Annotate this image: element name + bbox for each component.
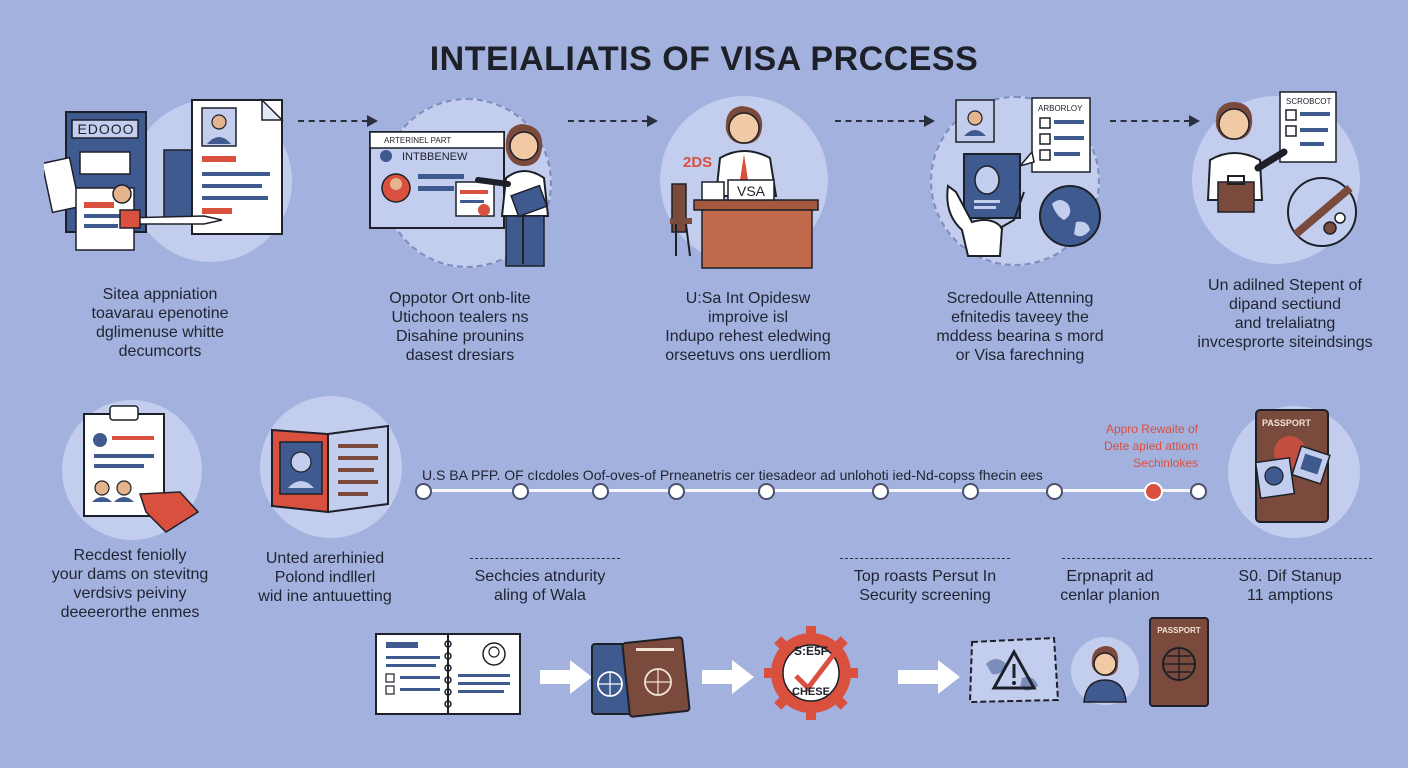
passport-label-1: PASSPORT	[1262, 418, 1311, 428]
edooo-label: EDOOO	[77, 121, 135, 137]
notebook-form-icon	[370, 630, 524, 716]
stamped-passport-icon: PASSPORT	[1252, 408, 1332, 524]
approval-note: Appro Rewaite of Dete apied attiom Sechi…	[1103, 422, 1198, 470]
block-arrow-2	[702, 660, 754, 694]
security-warning-icon	[966, 634, 1062, 706]
traveler-avatar-icon	[1070, 636, 1140, 706]
application-documents-icon: EDOOO	[44, 98, 289, 258]
timeline-dot	[592, 483, 609, 500]
two-passports-icon	[588, 636, 692, 718]
stamp-top-label: S:E5F	[793, 644, 828, 658]
timeline-dot	[758, 483, 775, 500]
timeline-dot	[1144, 482, 1163, 501]
stamp-bottom-label: CHESE	[792, 686, 830, 698]
visa-officer-desk-icon: 2DS VSA	[666, 104, 826, 270]
traveler-documents-icon: SCROBCOT	[1200, 88, 1362, 248]
red-sign-label: 2DS	[683, 154, 713, 171]
timeline-dot	[668, 483, 685, 500]
timeline-dot	[962, 483, 979, 500]
interview-card-header: ARTERINEL PART	[384, 136, 452, 145]
page-title: INTEIALIATIS OF VISA PRCCESS	[429, 40, 979, 78]
arrow-step3-4	[835, 115, 935, 127]
block-arrow-1	[540, 660, 592, 694]
desk-sign-label: VSA	[736, 183, 765, 199]
timeline-dot	[512, 483, 529, 500]
brown-passport-icon: PASSPORT	[1148, 616, 1210, 708]
arrow-step4-5	[1110, 115, 1200, 127]
bottom-dash-1	[470, 558, 620, 559]
timeline-dot	[872, 483, 889, 500]
approval-stamp-icon: S:E5F CHESE	[762, 624, 860, 722]
timeline-dot	[1046, 483, 1063, 500]
passport-label-2: PASSPORT	[1157, 626, 1201, 635]
arrow-step2-3	[568, 115, 658, 127]
open-passport-icon	[268, 420, 394, 516]
block-arrow-3	[898, 660, 960, 694]
interview-card-label: INTBBENEW	[402, 151, 468, 163]
timeline-text: U.S BA PFP. OF cIcdoles Oof-oves-of Prne…	[422, 467, 1043, 483]
arrow-step1-2	[298, 115, 378, 127]
bottom-dash-2	[840, 558, 1010, 559]
timeline-line	[420, 489, 1200, 492]
hands-passport-globe-icon: ARBORLOY	[942, 96, 1102, 262]
small-doc-label-1: ARBORLOY	[1038, 104, 1083, 113]
interview-person-icon: ARTERINEL PART INTBBENEW	[366, 118, 566, 270]
bottom-dash-3	[1062, 558, 1372, 559]
request-form-icon	[76, 402, 204, 536]
timeline-dot	[415, 483, 432, 500]
timeline-dot	[1190, 483, 1207, 500]
small-doc-label-2: SCROBCOT	[1286, 97, 1332, 106]
